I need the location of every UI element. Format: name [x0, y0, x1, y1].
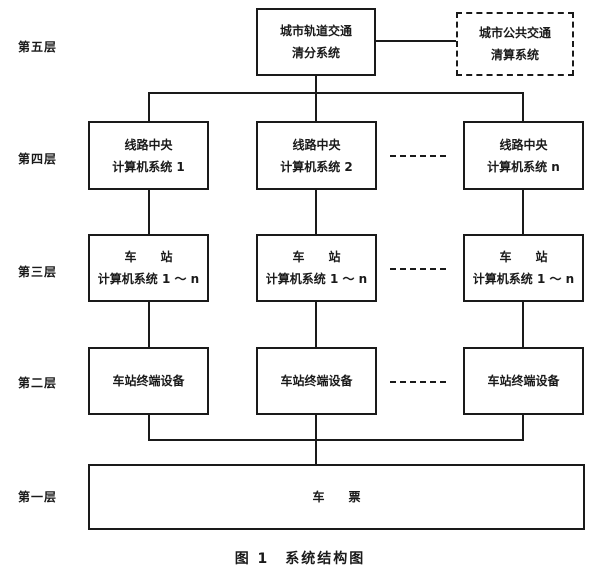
- public-transport-line2: 清算系统: [490, 48, 539, 62]
- drop-line-central-n: [522, 92, 524, 122]
- bus-layer4: [148, 92, 524, 94]
- link-station3-terminal3: [522, 301, 524, 348]
- station-2-line2: 计算机系统 1 ～ n: [265, 272, 368, 286]
- terminal-2-label: 车站终端设备: [280, 374, 353, 388]
- connector-clearing-down: [315, 75, 317, 93]
- line-central-2-line1: 线路中央: [292, 137, 341, 152]
- ellipsis-layer2: [390, 381, 446, 383]
- station-computer-1: 车 站 计算机系统 1 ～ n: [88, 234, 209, 302]
- layer-label-5: 第五层: [18, 40, 58, 54]
- ticket-box: 车 票: [88, 464, 585, 530]
- line-central-1-line1: 线路中央: [124, 137, 173, 152]
- ticket-label: 车 票: [312, 490, 361, 504]
- station-1-line2: 计算机系统 1 ～ n: [97, 272, 200, 286]
- ellipsis-layer4: [390, 155, 446, 157]
- clearing-system-box: 城市轨道交通 清分系统: [256, 8, 376, 76]
- bus-layer2: [148, 439, 524, 441]
- link-station1-terminal1: [148, 301, 150, 348]
- link-centraln-station3: [522, 189, 524, 235]
- line-central-n-line1: 线路中央: [499, 137, 548, 152]
- station-computer-3: 车 站 计算机系统 1 ～ n: [463, 234, 584, 302]
- layer-label-4: 第四层: [18, 152, 58, 166]
- public-transport-line1: 城市公共交通: [478, 26, 551, 40]
- connector-clearing-public: [375, 40, 457, 42]
- clearing-system-line1: 城市轨道交通: [279, 24, 352, 38]
- station-2-line1: 车 站: [292, 250, 341, 264]
- link-central1-station1: [148, 189, 150, 235]
- terminal-3-label: 车站终端设备: [487, 374, 560, 388]
- station-terminal-2: 车站终端设备: [256, 347, 377, 415]
- public-transport-clearing-box: 城市公共交通 清算系统: [456, 12, 574, 76]
- ellipsis-layer3: [390, 268, 446, 270]
- station-terminal-3: 车站终端设备: [463, 347, 584, 415]
- layer-label-2: 第二层: [18, 376, 58, 390]
- drop-terminal-2: [315, 414, 317, 440]
- line-central-computer-2: 线路中央 计算机系统 2: [256, 121, 377, 190]
- line-central-computer-1: 线路中央 计算机系统 1: [88, 121, 209, 190]
- drop-line-central-1: [148, 92, 150, 122]
- link-station2-terminal2: [315, 301, 317, 348]
- station-1-line1: 车 站: [124, 250, 173, 264]
- line-central-n-line2: 计算机系统 n: [487, 159, 560, 174]
- terminal-1-label: 车站终端设备: [112, 374, 185, 388]
- station-3-line1: 车 站: [499, 250, 548, 264]
- station-3-line2: 计算机系统 1 ～ n: [472, 272, 575, 286]
- clearing-system-line2: 清分系统: [291, 46, 340, 60]
- line-central-2-line2: 计算机系统 2: [280, 159, 353, 174]
- drop-line-central-2: [315, 92, 317, 122]
- station-computer-2: 车 站 计算机系统 1 ～ n: [256, 234, 377, 302]
- layer-label-3: 第三层: [18, 265, 58, 279]
- line-central-computer-n: 线路中央 计算机系统 n: [463, 121, 584, 190]
- connector-to-ticket: [315, 439, 317, 465]
- drop-terminal-1: [148, 414, 150, 440]
- line-central-1-line2: 计算机系统 1: [112, 159, 185, 174]
- station-terminal-1: 车站终端设备: [88, 347, 209, 415]
- layer-label-1: 第一层: [18, 490, 58, 504]
- drop-terminal-3: [522, 414, 524, 440]
- link-central2-station2: [315, 189, 317, 235]
- figure-caption: 图 1 系统结构图: [234, 551, 366, 567]
